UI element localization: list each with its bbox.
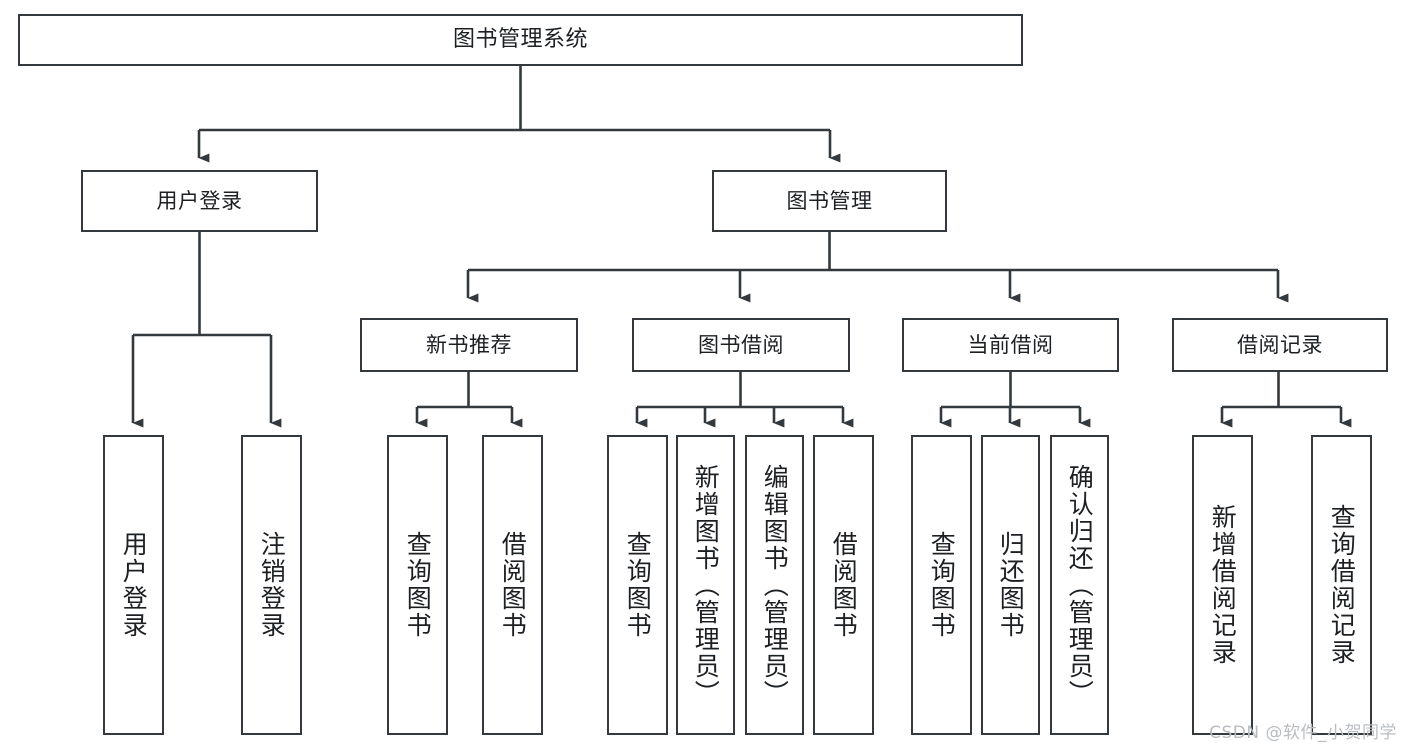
node-root[interactable]: 图书管理系统 xyxy=(18,14,1023,66)
node-user-login-label: 用户登录 xyxy=(156,188,243,213)
leaf-return-book[interactable]: 归还图书 xyxy=(981,435,1040,735)
node-root-label: 图书管理系统 xyxy=(452,27,588,53)
leaf-confirm-return-label: 确认归还（管理员） xyxy=(1065,463,1095,707)
node-new-book-recommend-label: 新书推荐 xyxy=(426,332,512,357)
leaf-add-book[interactable]: 新增图书（管理员） xyxy=(676,435,735,735)
node-borrow-record-label: 借阅记录 xyxy=(1237,332,1323,357)
leaf-query-book-1[interactable]: 查询图书 xyxy=(387,435,448,735)
leaf-add-record[interactable]: 新增借阅记录 xyxy=(1192,435,1253,735)
node-new-book-recommend[interactable]: 新书推荐 xyxy=(360,318,578,372)
leaf-add-book-label: 新增图书（管理员） xyxy=(691,463,721,707)
leaf-edit-book[interactable]: 编辑图书（管理员） xyxy=(745,435,804,735)
node-book-borrow-label: 图书借阅 xyxy=(698,332,784,357)
leaf-logout-login-label: 注销登录 xyxy=(257,531,287,639)
leaf-borrow-book-1-label: 借阅图书 xyxy=(498,531,528,639)
leaf-user-login[interactable]: 用户登录 xyxy=(103,435,164,735)
leaf-return-book-label: 归还图书 xyxy=(996,531,1026,639)
leaf-query-record-label: 查询借阅记录 xyxy=(1327,504,1357,666)
leaf-query-book-3-label: 查询图书 xyxy=(927,531,957,639)
leaf-query-record[interactable]: 查询借阅记录 xyxy=(1311,435,1372,735)
leaf-borrow-book-1[interactable]: 借阅图书 xyxy=(482,435,543,735)
node-book-admin-label: 图书管理 xyxy=(786,188,873,213)
leaf-add-record-label: 新增借阅记录 xyxy=(1208,504,1238,666)
leaf-query-book-2-label: 查询图书 xyxy=(623,531,653,639)
leaf-query-book-2[interactable]: 查询图书 xyxy=(607,435,668,735)
leaf-confirm-return[interactable]: 确认归还（管理员） xyxy=(1050,435,1109,735)
watermark-text: CSDN @软件_小贺同学 xyxy=(1209,723,1397,743)
leaf-query-book-1-label: 查询图书 xyxy=(403,531,433,639)
leaf-logout-login[interactable]: 注销登录 xyxy=(241,435,302,735)
node-current-borrow-label: 当前借阅 xyxy=(967,332,1054,357)
node-book-borrow[interactable]: 图书借阅 xyxy=(632,318,850,372)
leaf-edit-book-label: 编辑图书（管理员） xyxy=(760,463,790,707)
leaf-query-book-3[interactable]: 查询图书 xyxy=(911,435,972,735)
leaf-user-login-label: 用户登录 xyxy=(119,531,149,639)
leaf-borrow-book-2[interactable]: 借阅图书 xyxy=(813,435,874,735)
node-current-borrow[interactable]: 当前借阅 xyxy=(902,318,1119,372)
node-book-admin[interactable]: 图书管理 xyxy=(712,170,947,232)
node-user-login[interactable]: 用户登录 xyxy=(81,170,318,232)
node-borrow-record[interactable]: 借阅记录 xyxy=(1172,318,1388,372)
leaf-borrow-book-2-label: 借阅图书 xyxy=(829,531,859,639)
